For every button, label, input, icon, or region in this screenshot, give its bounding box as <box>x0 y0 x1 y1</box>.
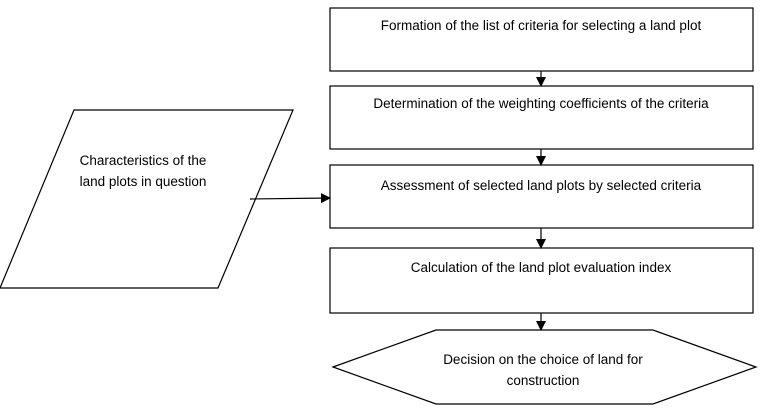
step-1-box: Formation of the list of criteria for se… <box>329 7 754 72</box>
step-2-box: Determination of the weighting coefficie… <box>329 85 754 150</box>
input-data-parallelogram: Characteristics of the land plots in que… <box>0 109 294 289</box>
step-4-label: Calculation of the land plot evaluation … <box>411 260 672 275</box>
step-3-label: Assessment of selected land plots by sel… <box>381 178 702 193</box>
input-label-line1: Characteristics of the <box>80 153 207 168</box>
input-label-line2: land plots in question <box>80 174 207 189</box>
step-3-box: Assessment of selected land plots by sel… <box>329 164 754 229</box>
decision-hexagon: Decision on the choice of land for const… <box>331 329 758 405</box>
decision-label-line2: construction <box>507 373 580 388</box>
step-2-label: Determination of the weighting coefficie… <box>373 96 709 111</box>
step-4-box: Calculation of the land plot evaluation … <box>329 247 754 314</box>
step-1-label: Formation of the list of criteria for se… <box>381 18 702 33</box>
decision-label-line1: Decision on the choice of land for <box>443 352 643 367</box>
arrow-input-to-step3 <box>249 193 331 204</box>
